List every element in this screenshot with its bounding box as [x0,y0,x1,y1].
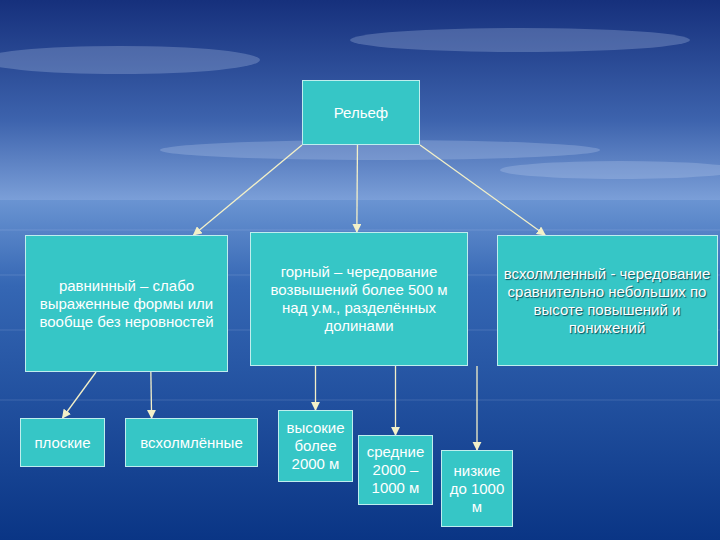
connector-arrow [476,366,477,450]
subtype-box: высокие более 2000 м [278,410,353,482]
box-text: равнинный – слабо выраженные формы или в… [31,277,222,331]
clouds [0,28,720,179]
connector-arrow [63,372,97,418]
subtype-box: всхолмлённые [125,418,258,467]
category-box: равнинный – слабо выраженные формы или в… [25,235,228,372]
subtype-box: средние 2000 – 1000 м [358,435,433,505]
category-box: всхолмленный - чередование сравнительно … [497,235,718,366]
subtype-box: плоские [20,418,105,467]
connector-arrow [395,366,396,435]
connector-arrow [193,145,302,235]
box-text: низкие до 1000 м [447,462,507,516]
box-text: Рельеф [334,104,388,122]
connector-arrow [356,145,358,232]
box-text: всхолмлённые [140,434,243,452]
sea [0,200,720,540]
connector-arrow [150,372,152,418]
subtype-box: низкие до 1000 м [441,450,513,527]
box-text: всхолмленный - чередование сравнительно … [503,265,712,337]
box-text: горный – чередование возвышений более 50… [256,263,462,335]
box-text: плоские [34,434,90,452]
connector-arrow [420,145,545,235]
box-text: средние 2000 – 1000 м [364,443,427,497]
root-box: Рельеф [302,80,420,145]
waves [0,230,720,400]
connector-arrow [315,366,316,410]
box-text: высокие более 2000 м [284,419,347,473]
category-box: горный – чередование возвышений более 50… [250,232,468,366]
